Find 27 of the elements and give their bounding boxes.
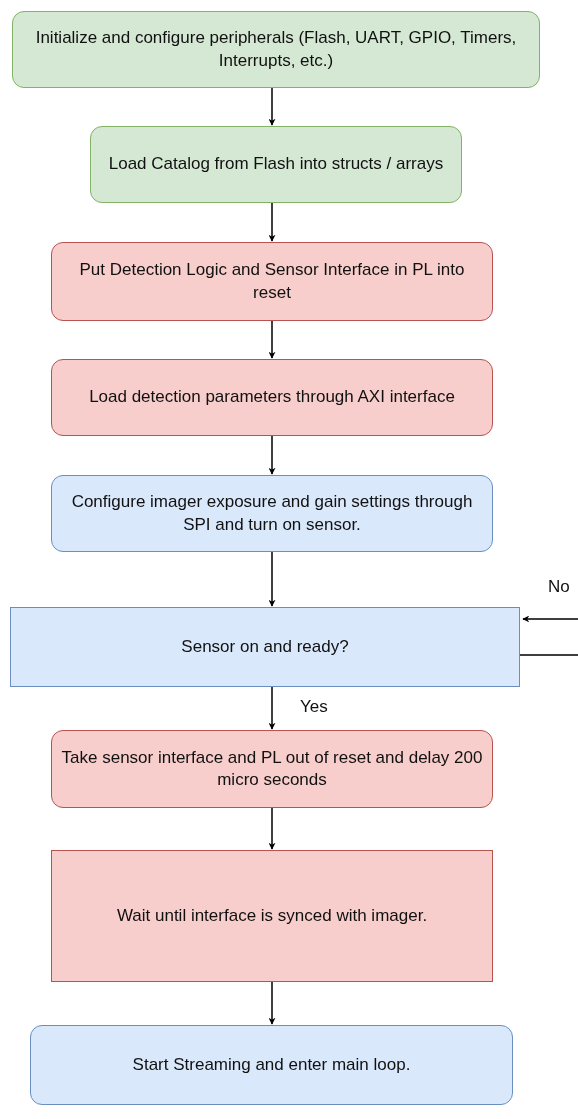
rounded-process-box [90,126,462,203]
node-text: Initialize and configure peripherals (Flash, UART, GPIO, Timers, Interrupts, etc.) [34,27,518,72]
arrow [268,320,276,359]
rounded-process-box [30,1025,513,1105]
arrow [519,615,578,656]
process-box [10,607,520,687]
node-text: Configure imager exposure and gain settings through SPI and turn on sensor. [70,491,474,536]
rounded-process-box [12,11,540,88]
arrow [268,807,276,850]
rounded-process-box [51,475,493,552]
arrow [268,435,276,475]
node-text: Take sensor interface and PL out of reset and delay 200 micro seconds [60,746,484,791]
arrow [268,981,276,1025]
arrow [268,202,276,242]
rounded-process-box [51,730,493,808]
arrow [268,87,276,126]
rounded-process-box [51,359,493,436]
node-text: Load detection parameters through AXI interface [89,386,455,409]
arrow [268,686,276,730]
node-text: Wait until interface is synced with imager. [116,904,428,927]
node-text: Start Streaming and enter main loop. [132,1053,411,1076]
node-text: Sensor on and ready? [181,635,349,658]
rounded-process-box [51,242,493,321]
arrow [268,551,276,607]
process-box [51,850,493,982]
node-text: Load Catalog from Flash into structs / arrays [108,153,444,176]
node-text: Put Detection Logic and Sensor Interface in PL into reset [78,259,466,304]
